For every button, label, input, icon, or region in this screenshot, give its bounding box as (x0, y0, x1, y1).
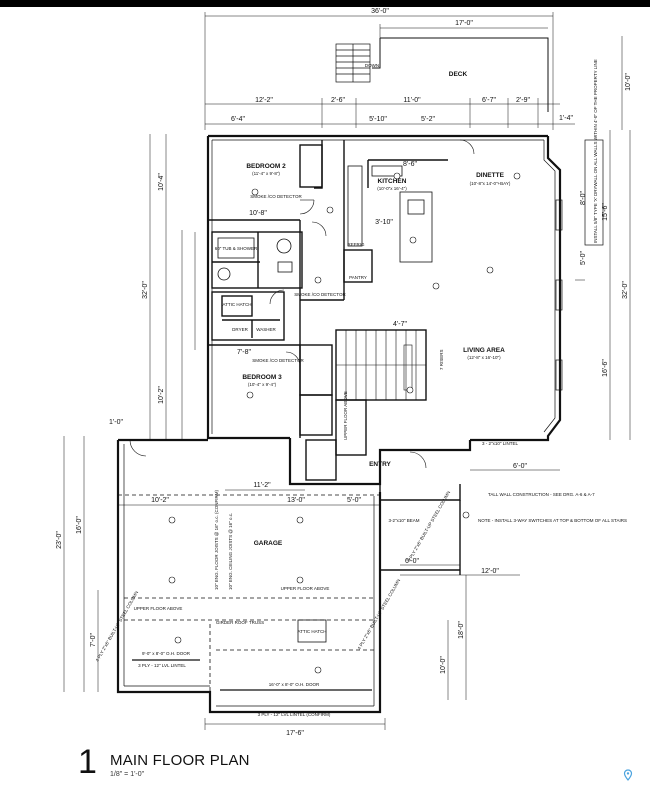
room-bedroom2-size: (11'-4" x 9'-8") (252, 171, 280, 176)
label-lintel-3-2: 3 - 2"x10" LINTEL (482, 441, 518, 446)
drawing-scale: 1/8" = 1'-0" (110, 771, 145, 778)
label-girder: GIRDER ROOF TRUSS (216, 620, 264, 625)
label-beam: 3-2"x10" BEAM (389, 518, 420, 523)
dim-small-b: 5'-10" (369, 116, 387, 123)
dim-top-row-2: 2'-6" (331, 97, 345, 104)
smoke-detector-3: SMOKE /CO DETECTOR (252, 358, 304, 363)
dim-bed3-width: 7'-8" (237, 349, 251, 356)
smoke-detector-1: SMOKE /CO DETECTOR (250, 194, 302, 199)
room-deck: DECK (449, 71, 468, 78)
label-upper-floor-above-2: UPPER FLOOR ABOVE (134, 606, 183, 611)
dim-overall-top: 36'-0" (371, 8, 389, 15)
deck-stairs (335, 43, 371, 83)
interior-walls (208, 140, 448, 481)
dim-right-eight: 8'-0" (580, 191, 587, 205)
label-upper-floor-above-1: UPPER FLOOR ABOVE (281, 586, 330, 591)
dim-garage-left-upper: 16'-0" (76, 516, 83, 534)
label-steel-col-1: 4 PLY 2"x6" BUILT-UP STEEL COLUMN (95, 590, 140, 662)
dim-right-upper: 15'-6" (602, 203, 609, 221)
label-pantry: PANTRY (349, 275, 367, 280)
room-dinette-size: (10'-8"x 14'-0"+BAY) (470, 181, 511, 186)
dim-top-row-3: 11'-0" (403, 97, 421, 104)
dim-entry-side: 6'-0" (513, 463, 527, 470)
label-lintel-small: 3 PLY - 12" LVL LINTEL (138, 663, 186, 668)
dim-garage-right2: 10'-0" (440, 656, 447, 674)
label-oh-door-large: 16'-0" x 8'-0" O.H. DOOR (269, 682, 320, 687)
house-walls (206, 134, 562, 486)
room-bedroom3-size: (10'-4" x 9'-4") (248, 382, 277, 387)
label-dryer: DRYER (232, 327, 248, 332)
room-living: LIVING AREA (463, 347, 505, 354)
room-entry: ENTRY (369, 461, 391, 468)
dimension-lines (63, 12, 631, 730)
dim-top-row-1: 12'-2" (255, 97, 273, 104)
deck-outline (372, 37, 549, 112)
label-note: NOTE - INSTALL 3-WAY SWITCHES AT TOP & B… (478, 518, 627, 523)
label-attic-hatch-garage: ATTIC HATCH (297, 629, 326, 634)
dim-garage-w3: 11'-2" (253, 482, 271, 489)
dim-deck-width: 17'-0" (455, 20, 473, 27)
room-bedroom3: BEDROOM 3 (242, 374, 282, 381)
dim-side-small: 1'-0" (109, 419, 123, 426)
drawing-title: MAIN FLOOR PLAN (110, 752, 250, 769)
label-risers: 7 RISERS (439, 349, 444, 370)
dim-top-row-4: 6'-7" (482, 97, 496, 104)
light-fixtures (168, 172, 521, 674)
dim-top-row-6: 1'-4" (559, 115, 573, 122)
room-kitchen: KITCHEN (378, 178, 407, 185)
smoke-detector-2: SMOKE /CO DETECTOR (294, 292, 346, 297)
dim-entry-w: 6'-0" (405, 558, 419, 565)
dim-dinette: 8'-6" (403, 161, 417, 168)
dim-kitchen: 3'-10" (375, 219, 393, 226)
label-washer: WASHER (256, 327, 276, 332)
dim-bed2-width: 10'-8" (249, 210, 267, 217)
label-steel-col-3: 4 PLY 2"x6" BUILT-UP STEEL COLUMN (407, 490, 452, 562)
dim-left-overall: 32'-0" (142, 281, 149, 299)
dim-small-c: 5'-2" (421, 116, 435, 123)
drywall-note: INSTALL 5/8" TYPE 'X' DRYWALL ON ALL WAL… (593, 59, 598, 243)
label-tub: 60" TUB & SHOWER (215, 246, 258, 251)
dim-left-mid: 10'-2" (158, 386, 165, 404)
room-garage: GARAGE (254, 540, 283, 547)
dim-top-row-5: 2'-9" (516, 97, 530, 104)
dim-garage-left-lower: 7'-0" (90, 633, 97, 647)
dim-deck-depth: 10'-0" (625, 73, 632, 91)
label-refrig: REFRIG (347, 242, 365, 247)
dim-garage-w4: 5'-0" (347, 497, 361, 504)
dim-garage-right: 18'-0" (458, 621, 465, 639)
room-bedroom2: BEDROOM 2 (246, 163, 286, 170)
room-living-size: (12'-8" x 16'-10") (467, 355, 501, 360)
garage-walls (116, 438, 382, 714)
label-down: DOWN (365, 63, 379, 68)
dim-right-overall: 32'-0" (622, 281, 629, 299)
top-black-bar (0, 0, 650, 7)
label-attic-hatch: ATTIC HATCH (222, 302, 251, 307)
label-oh-door-small: 9'-0" x 8'-0" O.H. DOOR (142, 651, 191, 656)
room-kitchen-size: (10'-0"x 16'-4") (377, 186, 407, 191)
bath-fixtures (217, 237, 293, 281)
dim-bottom-overall: 17'-6" (286, 730, 304, 737)
dim-entry-w2: 12'-0" (481, 568, 499, 575)
room-dinette: DINETTE (476, 172, 504, 179)
dim-garage-w2: 13'-0" (287, 497, 305, 504)
dim-left-upper: 10'-4" (158, 173, 165, 191)
dim-stair: 4'-7" (393, 321, 407, 328)
door-swings (129, 139, 475, 469)
drawing-number: 1 (78, 743, 97, 781)
dim-right-lower: 16'-6" (602, 359, 609, 377)
kitchen-fixtures (347, 165, 433, 263)
label-upper-above-stair: UPPER FLOOR ABOVE (343, 391, 348, 440)
location-pin-icon (623, 769, 633, 781)
label-tall-wall: TALL WALL CONSTRUCTION - SEE DRG. A-6 & … (488, 492, 595, 497)
dim-small-a: 6'-4" (231, 116, 245, 123)
dim-right-small: 5'-0" (580, 251, 587, 265)
interior-stairs (336, 330, 426, 400)
label-floor-joists: 10" ENG. FLOOR JOISTS @ 16" o.c. (CONFIR… (214, 489, 219, 590)
label-steel-col-2: 4 PLY 2"x6" BUILT-UP STEEL COLUMN (357, 578, 402, 650)
label-ceiling-joists: 10" ENG. CEILING JOISTS @ 16" o.c. (228, 513, 233, 590)
dim-garage-w1: 10'-2" (151, 497, 169, 504)
dim-garage-left: 23'-0" (56, 531, 63, 549)
label-lintel-large: 3 PLY - 12" LVL LINTEL (CONFIRM) (258, 712, 331, 717)
